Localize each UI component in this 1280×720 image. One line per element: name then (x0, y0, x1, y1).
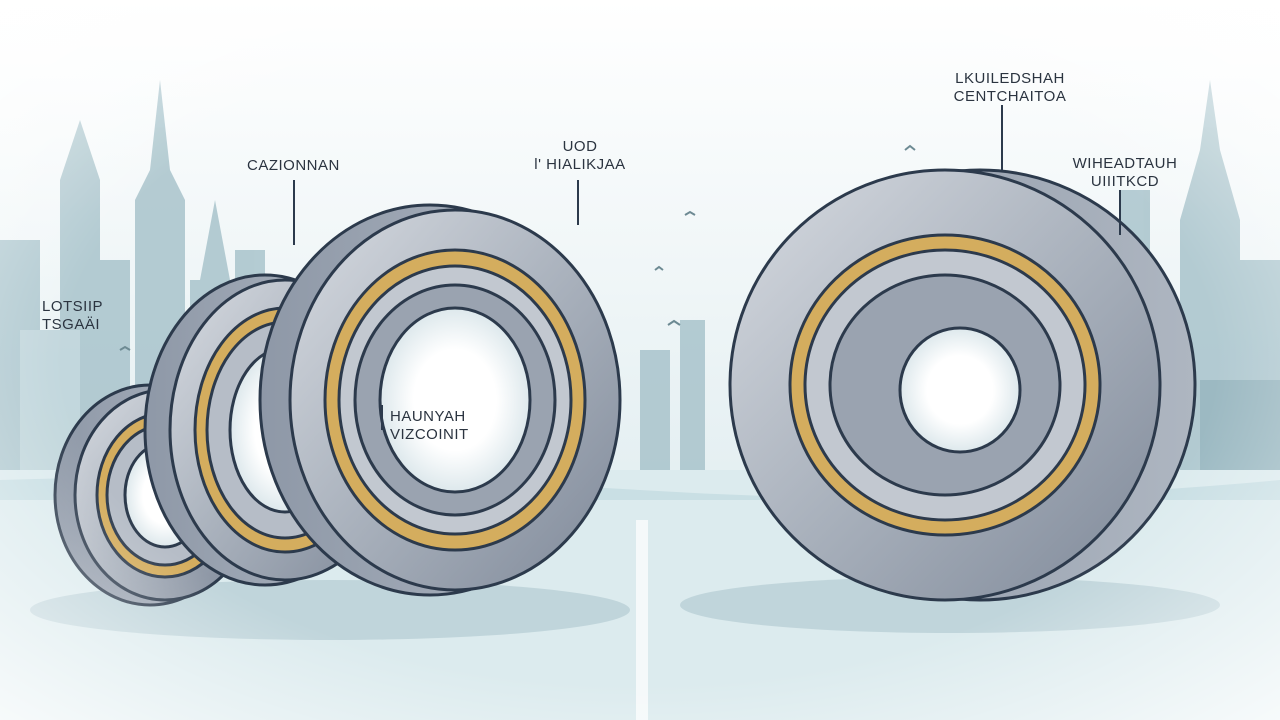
label-large-side: WIHEADTAUH UIIITKCD (1055, 155, 1195, 191)
label-mid-line1: UOD (562, 138, 598, 155)
label-large-side-line2: UIIITKCD (1090, 173, 1160, 190)
label-mid-line2: Ɩ' HIALIKJAA (534, 156, 626, 173)
label-large-line1: LKUILEDSHAH (955, 70, 1065, 87)
label-large-side-line1: WIHEADTAUH (1072, 155, 1178, 172)
label-small-bearing: CAZIONNAN (247, 157, 340, 175)
label-inner-bearing: HAUNYAH VIZCOINIT (390, 408, 469, 444)
label-large-line2: CENTCHAITOA (953, 88, 1067, 105)
label-mid-bearing: UOD Ɩ' HIALIKJAA (520, 138, 640, 174)
label-large-bearing: LKUILEDSHAH CENTCHAITOA (935, 70, 1085, 106)
label-left-line1: LOTSIIP (42, 298, 104, 315)
label-inner-line2: VIZCOINIT (390, 426, 469, 443)
label-inner-line1: HAUNYAH (390, 408, 466, 425)
label-left: LOTSIIP TSGAÄI (42, 298, 103, 334)
label-left-line2: TSGAÄI (42, 316, 101, 333)
label-small-line1: CAZIONNAN (247, 157, 340, 174)
